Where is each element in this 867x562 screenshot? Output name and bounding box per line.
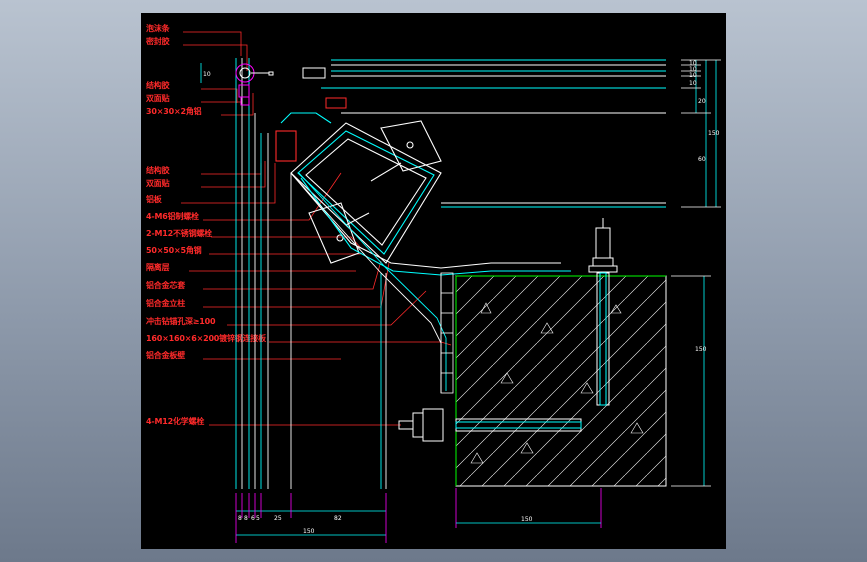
label-structural-glue-1: 结构胶 xyxy=(146,81,170,90)
label-anchor-hole: 冲击钻锚孔深≥100 xyxy=(146,317,216,326)
dim-bottom-4: 5 xyxy=(256,515,260,522)
connection-plate xyxy=(440,272,454,394)
dim-bottom-2: 8 xyxy=(244,515,248,522)
dim-right-mid: 20 xyxy=(698,98,706,105)
horizontal-anchor-bolt xyxy=(398,408,582,442)
label-angle-steel: 50×50×5角钢 xyxy=(146,246,202,255)
label-aluminium-wall: 铝合金板壁 xyxy=(146,351,185,360)
dim-right-small-4: 10 xyxy=(689,80,697,87)
dim-right-small-1: 10 xyxy=(689,60,697,67)
dim-right-small-3: 10 xyxy=(689,72,697,79)
dim-left-top: 10 xyxy=(203,71,211,78)
corner-joint xyxy=(235,63,347,109)
dim-bottom-1: 8 xyxy=(238,515,242,522)
label-aluminium-sleeve: 铝合金芯套 xyxy=(146,281,185,290)
diagonal-cladding xyxy=(290,172,447,393)
label-angle-aluminium: 30×30×2角铝 xyxy=(146,107,202,116)
mullion-box xyxy=(275,112,571,276)
label-foam-strip: 泡沫条 xyxy=(146,24,170,33)
dim-bottom-6: 82 xyxy=(334,515,342,522)
concrete-wall xyxy=(455,275,667,487)
dim-right-wide: 60 xyxy=(698,156,706,163)
drawing-canvas[interactable]: 泡沫条 密封胶 结构胶 双面贴 30×30×2角铝 结构胶 双面贴 铝板 4-M… xyxy=(141,13,726,549)
label-isolation-layer: 隔离层 xyxy=(146,263,170,272)
dim-right-small-2: 10 xyxy=(689,66,697,73)
label-double-tape-1: 双面贴 xyxy=(146,94,170,103)
label-m6-bolts: 4-M6铝制螺栓 xyxy=(146,212,199,221)
dim-bottom-total: 150 xyxy=(303,528,315,535)
label-sealant: 密封胶 xyxy=(146,37,170,46)
label-double-tape-2: 双面贴 xyxy=(146,179,170,188)
dimension-text: 8 8 6 5 25 82 150 150 10 10 10 10 20 150… xyxy=(203,60,720,535)
label-m12-stainless-bolts: 2-M12不锈钢螺栓 xyxy=(146,229,212,238)
leader-lines xyxy=(181,31,452,426)
dim-right-tall: 150 xyxy=(708,130,720,137)
dim-bottom-right: 150 xyxy=(521,516,533,523)
top-panel-lines xyxy=(321,59,666,208)
bottom-dimensions xyxy=(235,488,602,543)
label-structural-glue-2: 结构胶 xyxy=(146,166,170,175)
dim-bottom-3: 6 xyxy=(251,515,255,522)
label-aluminium-mullion: 铝合金立柱 xyxy=(146,299,185,308)
frame-verticals xyxy=(235,58,387,489)
right-dimensions xyxy=(200,59,721,487)
label-connection-plate: 160×160×6×200镀锌钢连接板 xyxy=(146,334,266,343)
dim-right-wall: 150 xyxy=(695,346,707,353)
label-chemical-bolts: 4-M12化学螺栓 xyxy=(146,417,205,426)
section-drawing: 8 8 6 5 25 82 150 150 10 10 10 10 20 150… xyxy=(181,31,721,543)
label-aluminium-plate: 铝板 xyxy=(146,195,162,204)
dim-bottom-5: 25 xyxy=(274,515,282,522)
vertical-anchor-bolt xyxy=(588,218,618,406)
